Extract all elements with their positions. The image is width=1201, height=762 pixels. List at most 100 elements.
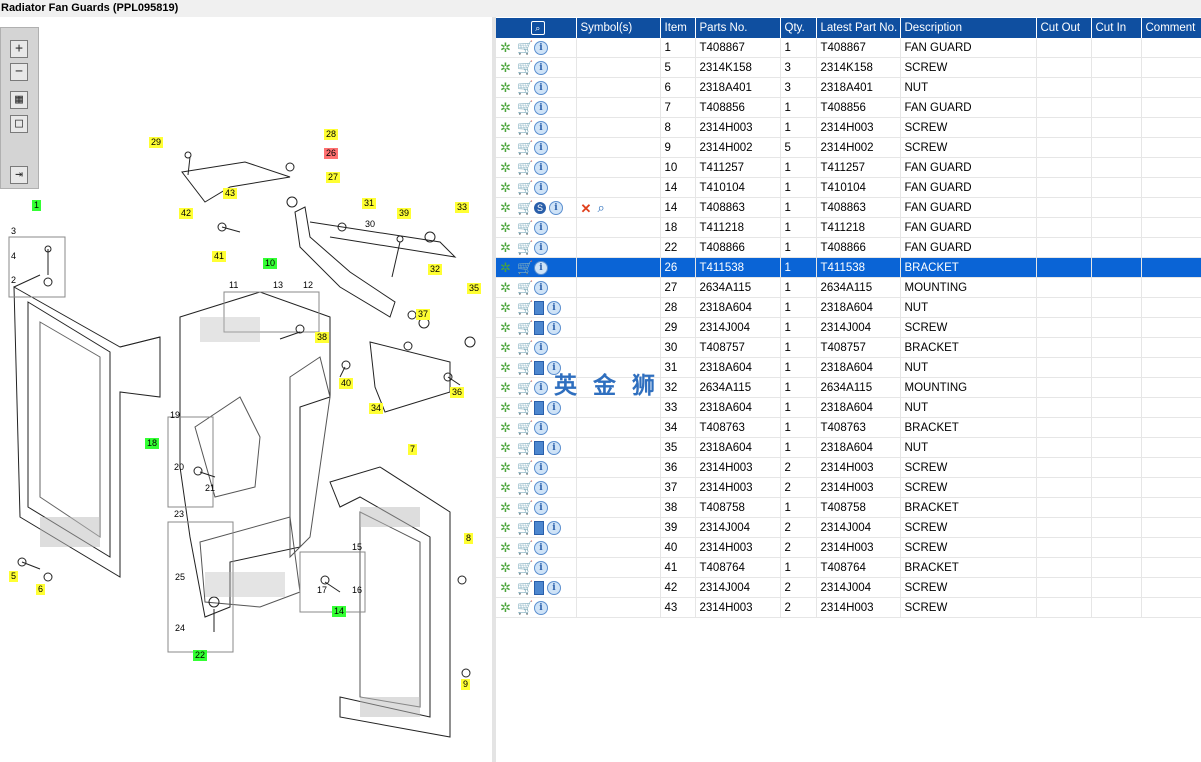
book-icon[interactable] bbox=[534, 300, 544, 315]
cart-icon[interactable]: 🛒 bbox=[517, 139, 534, 155]
cart-icon[interactable]: 🛒 bbox=[517, 359, 534, 375]
gear-icon[interactable]: ✲ bbox=[500, 439, 511, 455]
book-icon[interactable] bbox=[534, 520, 544, 535]
gear-icon[interactable]: ✲ bbox=[500, 519, 511, 535]
info-icon[interactable]: i bbox=[547, 320, 561, 335]
info-icon[interactable]: i bbox=[534, 140, 548, 155]
gear-icon[interactable]: ✲ bbox=[500, 539, 511, 555]
fit-window-icon[interactable]: □ bbox=[10, 115, 28, 133]
cart-icon[interactable]: 🛒 bbox=[517, 579, 534, 595]
cart-icon[interactable]: 🛒 bbox=[517, 379, 534, 395]
cart-icon[interactable]: 🛒 bbox=[517, 539, 534, 555]
gear-icon[interactable]: ✲ bbox=[500, 379, 511, 395]
cart-icon[interactable]: 🛒 bbox=[517, 459, 534, 475]
callout-31[interactable]: 31 bbox=[362, 198, 377, 209]
info-icon[interactable]: i bbox=[547, 440, 561, 455]
info-icon[interactable]: i bbox=[547, 520, 561, 535]
info-icon[interactable]: i bbox=[547, 580, 561, 595]
callout-38[interactable]: 38 bbox=[315, 332, 330, 343]
callout-30[interactable]: 30 bbox=[365, 219, 376, 229]
book-icon[interactable] bbox=[534, 360, 544, 375]
info-icon[interactable]: i bbox=[547, 360, 561, 375]
cart-icon[interactable]: 🛒 bbox=[517, 199, 534, 215]
callout-21[interactable]: 21 bbox=[205, 483, 216, 493]
cart-icon[interactable]: 🛒 bbox=[517, 119, 534, 135]
info-icon[interactable]: i bbox=[534, 220, 548, 235]
gear-icon[interactable]: ✲ bbox=[500, 99, 511, 115]
callout-4[interactable]: 4 bbox=[11, 251, 17, 261]
gear-icon[interactable]: ✲ bbox=[500, 239, 511, 255]
search-icon[interactable]: ⌕ bbox=[597, 199, 605, 215]
cart-icon[interactable]: 🛒 bbox=[517, 279, 534, 295]
callout-6[interactable]: 6 bbox=[36, 584, 46, 595]
callout-14[interactable]: 14 bbox=[332, 606, 347, 617]
callout-34[interactable]: 34 bbox=[369, 403, 384, 414]
callout-5[interactable]: 5 bbox=[9, 571, 19, 582]
info-icon[interactable]: i bbox=[534, 540, 548, 555]
callout-43[interactable]: 43 bbox=[223, 188, 238, 199]
callout-13[interactable]: 13 bbox=[273, 280, 284, 290]
gear-icon[interactable]: ✲ bbox=[500, 159, 511, 175]
info-icon[interactable]: i bbox=[534, 500, 548, 515]
book-icon[interactable] bbox=[534, 580, 544, 595]
cart-icon[interactable]: 🛒 bbox=[517, 159, 534, 175]
callout-16[interactable]: 16 bbox=[352, 585, 363, 595]
info-icon[interactable]: i bbox=[534, 180, 548, 195]
gear-icon[interactable]: ✲ bbox=[500, 479, 511, 495]
callout-29[interactable]: 29 bbox=[149, 137, 164, 148]
gear-icon[interactable]: ✲ bbox=[500, 319, 511, 335]
cart-icon[interactable]: 🛒 bbox=[517, 219, 534, 235]
gear-icon[interactable]: ✲ bbox=[500, 199, 511, 215]
info-icon[interactable]: i bbox=[547, 300, 561, 315]
gear-icon[interactable]: ✲ bbox=[500, 119, 511, 135]
callout-19[interactable]: 19 bbox=[170, 410, 181, 420]
info-icon[interactable]: i bbox=[534, 480, 548, 495]
column-header-qty[interactable]: Qty. bbox=[780, 18, 817, 38]
column-header-parts-no[interactable]: Parts No. bbox=[695, 18, 781, 38]
callout-25[interactable]: 25 bbox=[175, 572, 186, 582]
info-icon[interactable]: i bbox=[549, 200, 563, 215]
column-header-item[interactable]: Item bbox=[660, 18, 696, 38]
info-icon[interactable]: i bbox=[534, 240, 548, 255]
callout-40[interactable]: 40 bbox=[339, 378, 354, 389]
info-icon[interactable]: i bbox=[534, 60, 548, 75]
gear-icon[interactable]: ✲ bbox=[500, 39, 511, 55]
cart-icon[interactable]: 🛒 bbox=[517, 479, 534, 495]
cart-icon[interactable]: 🛒 bbox=[517, 259, 534, 275]
info-icon[interactable]: i bbox=[534, 160, 548, 175]
cart-icon[interactable]: 🛒 bbox=[517, 319, 534, 335]
callout-42[interactable]: 42 bbox=[179, 208, 194, 219]
book-icon[interactable] bbox=[534, 320, 544, 335]
gear-icon[interactable]: ✲ bbox=[500, 279, 511, 295]
diagram-pane[interactable]: + − ▦ □ ⇥ bbox=[0, 17, 492, 762]
callout-26[interactable]: 26 bbox=[324, 148, 339, 159]
info-icon[interactable]: i bbox=[534, 80, 548, 95]
callout-10[interactable]: 10 bbox=[263, 258, 278, 269]
search-icon[interactable]: ⌕ bbox=[530, 21, 545, 35]
gear-icon[interactable]: ✲ bbox=[500, 459, 511, 475]
gear-icon[interactable]: ✲ bbox=[500, 579, 511, 595]
callout-37[interactable]: 37 bbox=[416, 309, 431, 320]
cart-icon[interactable]: 🛒 bbox=[517, 59, 534, 75]
gear-icon[interactable]: ✲ bbox=[500, 599, 511, 615]
callout-20[interactable]: 20 bbox=[174, 462, 185, 472]
cart-icon[interactable]: 🛒 bbox=[517, 559, 534, 575]
column-header-description[interactable]: Description bbox=[900, 18, 1037, 38]
callout-33[interactable]: 33 bbox=[455, 202, 470, 213]
column-header-cut-out[interactable]: Cut Out bbox=[1036, 18, 1092, 38]
gear-icon[interactable]: ✲ bbox=[500, 359, 511, 375]
cart-icon[interactable]: 🛒 bbox=[517, 79, 534, 95]
